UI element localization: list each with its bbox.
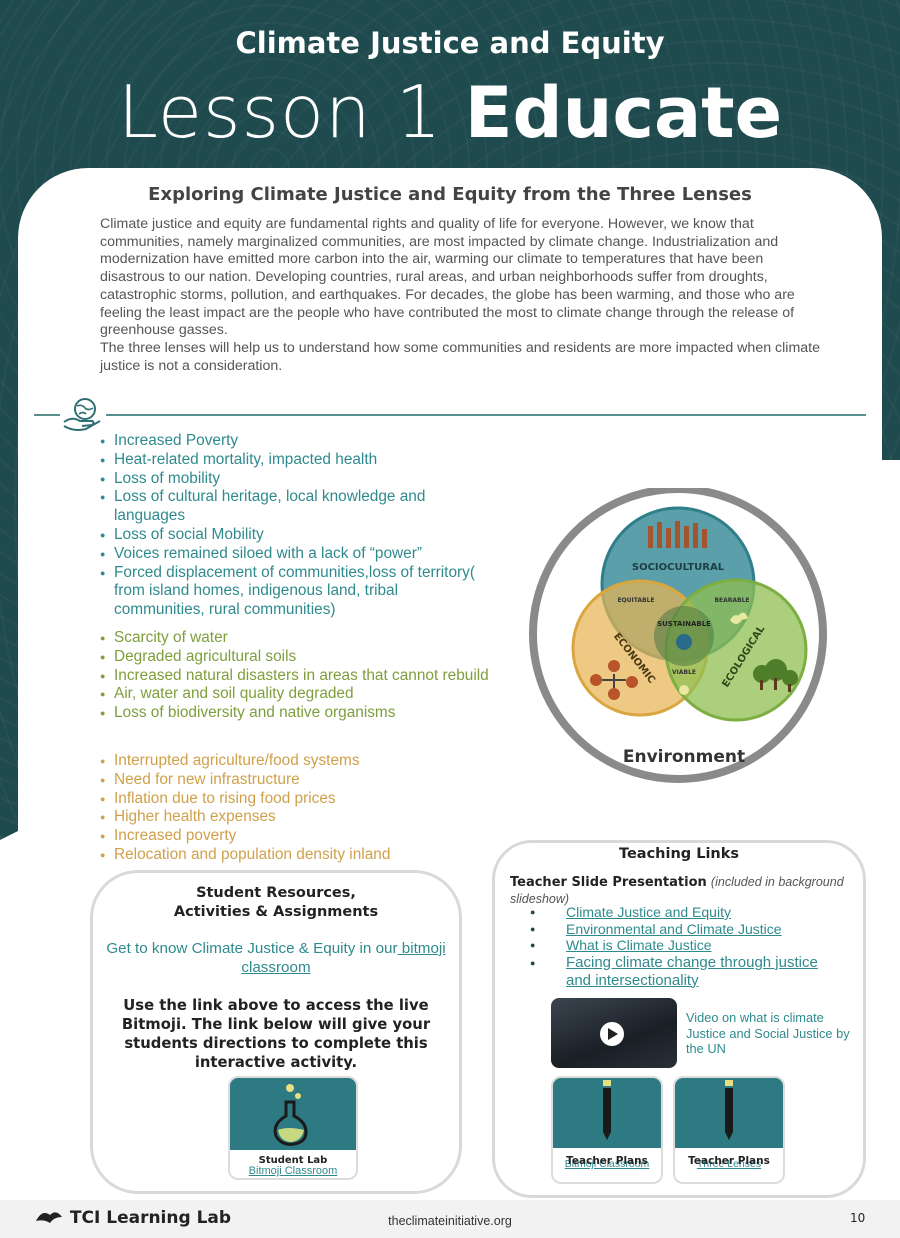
teacher-plans-card-banner <box>553 1078 661 1148</box>
venn-label-viable: VIABLE <box>672 669 696 676</box>
list-item: Forced displacement of communities,loss … <box>100 564 490 620</box>
student-lab-card[interactable] <box>228 1076 358 1180</box>
list-item: Increased poverty <box>100 827 500 846</box>
list-item: Interrupted agriculture/food systems <box>100 752 500 771</box>
footer-logo-text: TCI Learning Lab <box>69 1208 232 1228</box>
list-item: Increased natural disasters in areas tha… <box>100 667 500 686</box>
list-item: Inflation due to rising food prices <box>100 790 500 809</box>
page-footer <box>0 1200 900 1238</box>
venn-label-environment: Environment <box>623 747 745 767</box>
list-item: Loss of biodiversity and native organism… <box>100 704 500 723</box>
hands-icon <box>648 521 707 548</box>
section-divider <box>34 414 866 416</box>
venn-label-equitable: EQUITABLE <box>617 597 654 604</box>
teacher-plans-card-1[interactable] <box>551 1076 663 1184</box>
teaching-link[interactable]: What is Climate Justice <box>566 937 712 953</box>
page-kicker: Climate Justice and Equity <box>235 26 665 60</box>
globe-icon <box>676 634 692 650</box>
list-item: Voices remained siloed with a lack of “p… <box>100 545 490 564</box>
list-item: Need for new infrastructure <box>100 771 500 790</box>
list-item: Degraded agricultural soils <box>100 648 500 667</box>
teaching-links-title: Teaching Links <box>618 846 740 862</box>
teacher-plans-card-2-link[interactable]: Three Lenses <box>696 1158 762 1170</box>
venn-label-bearable: BEARABLE <box>714 597 749 604</box>
list-item: Loss of mobility <box>100 470 490 489</box>
intro-heading: Exploring Climate Justice and Equity fro… <box>148 184 752 205</box>
venn-label-sociocultural: SOCIOCULTURAL <box>632 562 725 573</box>
list-item: Scarcity of water <box>100 629 500 648</box>
page-title: Lesson 1 Educate <box>0 70 900 155</box>
teacher-slide-note: (included in background slideshow) <box>510 875 844 906</box>
list-item: Relocation and population density inland <box>100 846 500 865</box>
tci-logo-icon <box>36 1212 62 1223</box>
ecological-impacts-list: Scarcity of water Degraded agricultural … <box>100 629 500 723</box>
teacher-plans-card-1-link[interactable]: Bitmoji Classroom <box>564 1158 650 1170</box>
list-item: Air, water and soil quality degraded <box>100 685 500 704</box>
teaching-link-item[interactable]: Environmental and Climate Justice <box>530 921 830 938</box>
bitmoji-classroom-link[interactable]: bitmoji classroom <box>241 940 446 976</box>
teacher-plans-card-2-title: Teacher Plans <box>688 1155 770 1167</box>
student-lab-card-link[interactable]: Bitmoji Classroom <box>248 1165 338 1177</box>
teacher-plans-card-2[interactable] <box>673 1076 785 1184</box>
leaf-icon <box>730 612 748 624</box>
list-item: Loss of cultural heritage, local knowled… <box>100 488 490 526</box>
coins-icon <box>590 660 638 700</box>
page-number: 10 <box>850 1211 866 1225</box>
intro-paragraph-1: Climate justice and equity are fundament… <box>100 216 795 339</box>
student-lab-card-banner <box>230 1078 356 1150</box>
teaching-link-item[interactable]: Climate Justice and Equity <box>530 904 830 921</box>
footer-url[interactable]: theclimateinitiative.org <box>388 1214 512 1228</box>
venn-label-sustainable: SUSTAINABLE <box>657 620 711 628</box>
student-resources-title: Student Resources, Activities & Assignme… <box>90 884 462 922</box>
student-resources-text: Get to know Climate Justice & Equity in … <box>100 939 452 977</box>
pencil-icon <box>603 1080 611 1140</box>
student-resources-title-line: Activities & Assignments <box>173 904 379 920</box>
teacher-slide-label: Teacher Slide Presentation <box>510 875 707 890</box>
trees-icon <box>753 659 798 692</box>
video-caption: Video on what is climate Justice and Soc… <box>686 1010 850 1056</box>
list-item: Increased Poverty <box>100 432 490 451</box>
three-lenses-venn-diagram: SOCIOCULTURAL EQUITABLE BEARABLE SUSTAIN… <box>508 485 840 798</box>
flask-icon <box>273 1084 308 1146</box>
lesson-word: Educate <box>464 72 783 154</box>
intro-paragraph-2: The three lenses will help us to underst… <box>100 339 820 374</box>
intro-text: Climate justice and equity are fundament… <box>100 216 830 375</box>
student-resources-text-prefix: Get to know Climate Justice & Equity in … <box>106 940 398 957</box>
sociocultural-impacts-list: Increased Poverty Heat-related mortality… <box>100 432 490 620</box>
student-resources-title-line: Student Resources, <box>196 885 356 901</box>
list-item: Higher health expenses <box>100 808 500 827</box>
lightbulb-icon <box>679 685 689 695</box>
list-item: Heat-related mortality, impacted health <box>100 451 490 470</box>
video-thumbnail[interactable] <box>551 998 677 1068</box>
teacher-plans-card-1-title: Teacher Plans <box>566 1155 648 1167</box>
teaching-link-item[interactable]: What is Climate Justice <box>530 937 830 954</box>
teaching-links-list: Climate Justice and Equity Environmental… <box>530 904 830 990</box>
teaching-link[interactable]: Facing climate change through justice an… <box>566 953 818 989</box>
teaching-link[interactable]: Environmental and Climate Justice <box>566 920 782 937</box>
student-lab-card-title: Student Lab <box>258 1155 328 1166</box>
teacher-plans-card-banner <box>675 1078 783 1148</box>
list-item: Loss of social Mobility <box>100 526 490 545</box>
teaching-link[interactable]: Climate Justice and Equity <box>566 904 731 920</box>
teaching-link-item[interactable]: Facing climate change through justice an… <box>530 954 830 990</box>
lesson-number: Lesson 1 <box>117 70 443 154</box>
economic-impacts-list: Interrupted agriculture/food systems Nee… <box>100 752 500 865</box>
pencil-icon <box>725 1080 733 1140</box>
footer-logo: TCI Learning Lab <box>34 1208 231 1228</box>
play-icon <box>600 1022 624 1046</box>
student-resources-instructions: Use the link above to access the live Bi… <box>121 997 431 1071</box>
globe-hand-icon <box>60 396 106 434</box>
teacher-slide-presentation: Teacher Slide Presentation (included in … <box>510 874 850 908</box>
